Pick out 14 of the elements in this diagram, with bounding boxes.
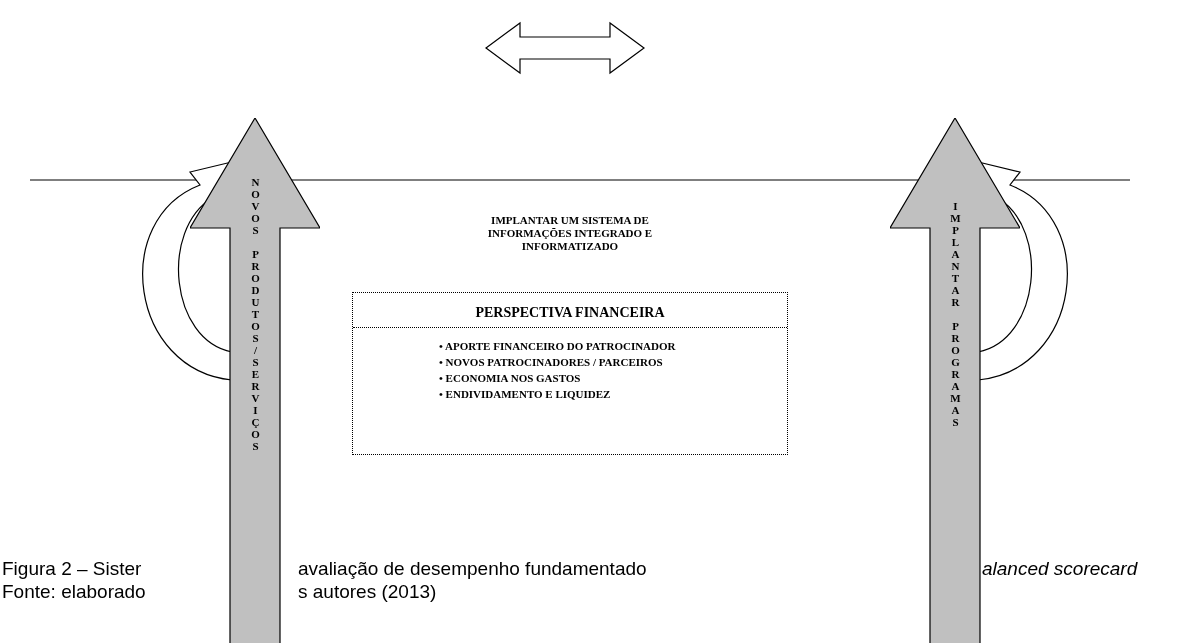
box-heading: PERSPECTIVA FINANCEIRA [475, 305, 665, 320]
figure-caption: Figura 2 – Sister [2, 558, 142, 580]
source-note: s autores (2013) [298, 581, 437, 603]
objective-text: IMPLANTAR UM SISTEMA DE INFORMAÇÕES INTEGRADO E INFORMATIZADO [486, 214, 654, 253]
figure-caption: avaliação de desempenho fundamentado [298, 558, 647, 580]
source-note: Fonte: elaborado [2, 581, 146, 603]
arrow-label: NOVOS PRODUTOS/SERVIÇOS [248, 176, 262, 452]
bullet-item: • NOVOS PATROCINADORES / PARCEIROS [439, 355, 664, 370]
bullet-item: • ENDIVIDAMENTO E LIQUIDEZ [439, 387, 612, 402]
bullet-item: • ECONOMIA NOS GASTOS [439, 371, 582, 386]
figure-caption: alanced scorecard [982, 558, 1138, 580]
perspective-box [352, 292, 788, 455]
arrow-label: IMPLANTAR PROGRAMAS [948, 200, 962, 428]
bullet-item: • APORTE FINANCEIRO DO PATROCINADOR [439, 339, 677, 354]
